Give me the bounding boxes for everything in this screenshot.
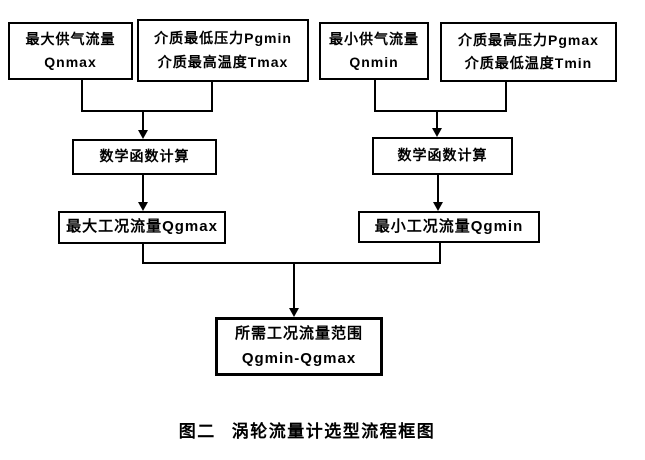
box-pgmax-tmin-line2: 介质最低温度Tmin bbox=[464, 55, 593, 71]
box-calc-left-label: 数学函数计算 bbox=[99, 148, 190, 165]
box-qnmax: 最大供气流量 Qnmax bbox=[8, 22, 133, 80]
arrowhead-to-qgmax bbox=[138, 202, 148, 211]
figure-caption-number: 图二 bbox=[178, 422, 216, 441]
arrowhead-to-qgmin bbox=[433, 202, 443, 211]
box-calc-left: 数学函数计算 bbox=[72, 139, 217, 175]
box-pgmin-tmax: 介质最低压力Pgmin 介质最高温度Tmax bbox=[137, 19, 309, 82]
box-qnmax-line1: 最大供气流量 bbox=[25, 30, 116, 47]
box-pgmin-tmax-line2: 介质最高温度Tmax bbox=[157, 53, 289, 70]
box-qnmax-line2: Qnmax bbox=[44, 54, 97, 70]
figure-caption-title: 涡轮流量计选型流程框图 bbox=[231, 422, 436, 441]
box-qgmax-label: 最大工况流量Qgmax bbox=[66, 218, 218, 236]
arrowhead-to-calc-left bbox=[138, 130, 148, 139]
arrowhead-to-result bbox=[289, 308, 299, 317]
box-qnmin: 最小供气流量 Qnmin bbox=[319, 22, 429, 80]
box-pgmax-tmin-line1: 介质最高压力Pgmax bbox=[458, 31, 599, 48]
box-qnmin-line2: Qnmin bbox=[349, 54, 399, 70]
box-pgmin-tmax-line1: 介质最低压力Pgmin bbox=[154, 30, 292, 47]
box-result-line2: Qgmin-Qgmax bbox=[241, 349, 357, 367]
box-result-range: 所需工况流量范围 Qgmin-Qgmax bbox=[215, 317, 383, 376]
arrowhead-to-calc-right bbox=[432, 128, 442, 137]
box-calc-right-label: 数学函数计算 bbox=[397, 147, 488, 164]
figure-caption: 图二涡轮流量计选型流程框图 bbox=[179, 417, 436, 442]
box-pgmax-tmin: 介质最高压力Pgmax 介质最低温度Tmin bbox=[440, 22, 617, 82]
box-qgmin: 最小工况流量Qgmin bbox=[358, 211, 540, 243]
box-qgmax: 最大工况流量Qgmax bbox=[58, 211, 226, 244]
box-qgmin-label: 最小工况流量Qgmin bbox=[374, 217, 524, 235]
box-calc-right: 数学函数计算 bbox=[372, 137, 513, 175]
box-result-line1: 所需工况流量范围 bbox=[234, 324, 363, 342]
box-qnmin-line1: 最小供气流量 bbox=[329, 30, 419, 47]
